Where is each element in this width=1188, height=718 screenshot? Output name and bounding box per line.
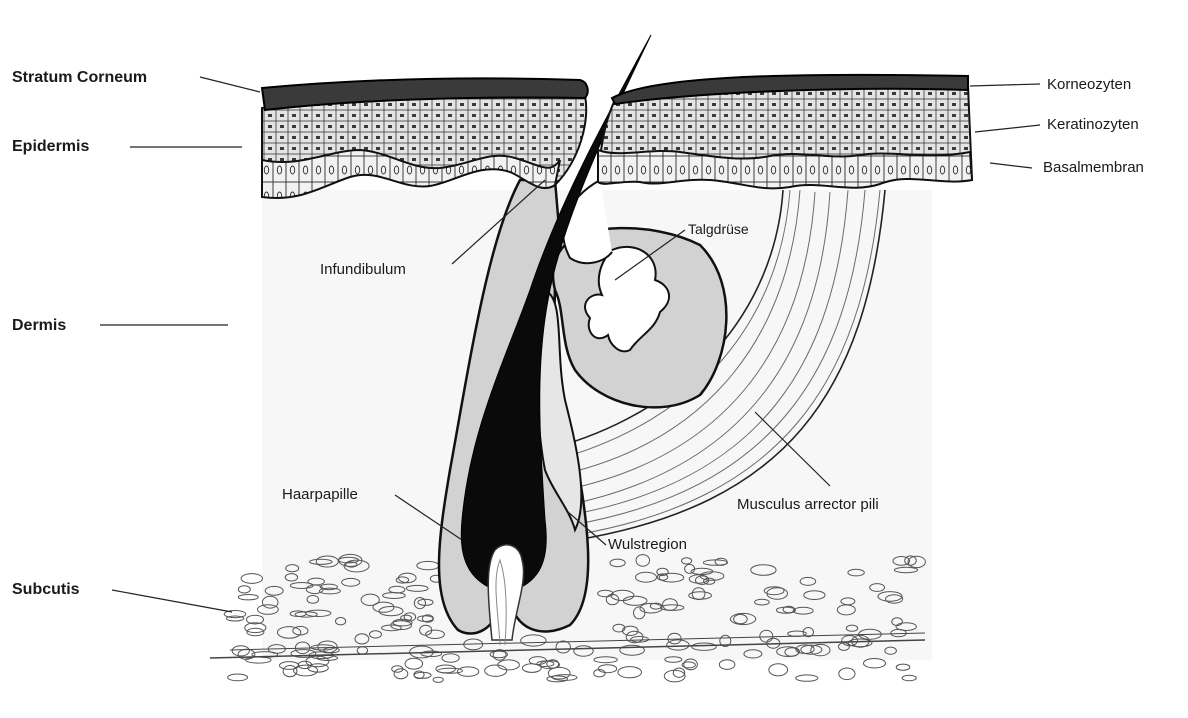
fat-cell (522, 664, 541, 673)
fat-cell (548, 667, 570, 679)
fat-cell (552, 675, 577, 681)
fat-cell (902, 675, 916, 680)
fat-cell (433, 677, 443, 682)
label-dermis: Dermis (12, 317, 66, 335)
fat-cell (618, 667, 642, 678)
fat-cell (241, 574, 262, 584)
label-subcutis: Subcutis (12, 581, 80, 599)
fat-cell (769, 664, 788, 676)
label-keratinozyten: Keratinozyten (1047, 116, 1139, 134)
fat-cell (498, 660, 520, 670)
leader-korneozyten (970, 84, 1040, 86)
fat-cell (485, 665, 507, 676)
label-haarpapille: Haarpapille (282, 486, 358, 504)
label-epidermis: Epidermis (12, 138, 89, 156)
label-wulstregion: Wulstregion (608, 536, 687, 554)
fat-cell (228, 674, 248, 681)
label-basalmembran: Basalmembran (1043, 159, 1144, 177)
leader-subcutis (112, 590, 232, 612)
fat-cell (839, 668, 855, 680)
label-stratum-corneum: Stratum Corneum (12, 69, 147, 87)
label-korneozyten: Korneozyten (1047, 76, 1131, 94)
fat-cell (283, 666, 297, 677)
fat-cell (896, 664, 910, 670)
fat-cell (719, 660, 735, 670)
fat-cell (394, 669, 408, 679)
fat-cell (796, 675, 818, 681)
label-infundibulum: Infundibulum (320, 261, 406, 279)
fat-cell (238, 595, 258, 600)
fat-cell (238, 586, 250, 593)
label-talgdruese: Talgdrüse (688, 220, 749, 238)
leader-stratum-corneum (200, 77, 260, 92)
leader-keratinozyten (975, 125, 1040, 132)
fat-cell (598, 665, 616, 673)
label-musculus-arrector-pili: Musculus arrector pili (737, 496, 879, 514)
leader-basalmembran (990, 163, 1032, 168)
epidermis-right-basal (598, 150, 972, 188)
